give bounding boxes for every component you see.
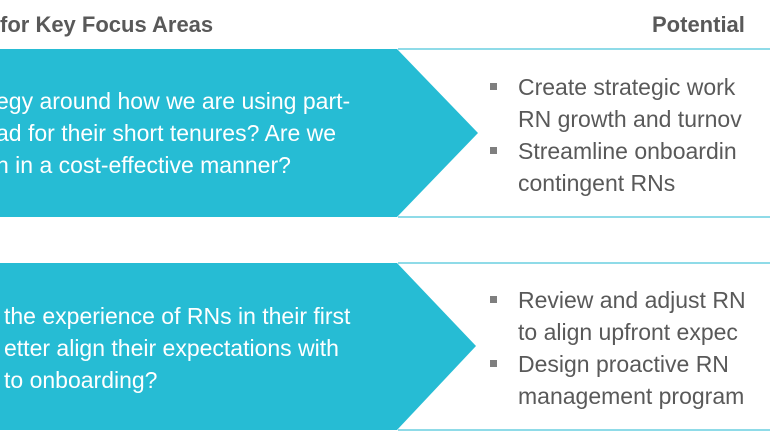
question-line: the experience of RNs in their first bbox=[4, 303, 351, 329]
question-line: n in a cost-effective manner? bbox=[0, 152, 291, 178]
bullet-item: Create strategic work RN growth and turn… bbox=[490, 71, 742, 135]
bullet-square-icon bbox=[490, 296, 497, 303]
bullet-line: contingent RNs bbox=[518, 170, 676, 196]
question-line: etter align their expectations with bbox=[4, 335, 339, 361]
bullet-line: to align upfront expec bbox=[518, 319, 738, 345]
key-focus-areas-heading: for Key Focus Areas bbox=[0, 12, 214, 37]
row1-question: egy around how we are using part- ad for… bbox=[0, 85, 350, 181]
row2-bullets: Review and adjust RN to align upfront ex… bbox=[490, 284, 746, 412]
row1-arrow-shape bbox=[0, 49, 478, 217]
bullet-line: Design proactive RN bbox=[518, 351, 729, 377]
bullet-square-icon bbox=[490, 83, 497, 90]
bullet-line: Create strategic work bbox=[518, 74, 736, 100]
bullet-item: Design proactive RN management program bbox=[490, 348, 746, 412]
row1-bullets: Create strategic work RN growth and turn… bbox=[490, 71, 742, 199]
row2-question: the experience of RNs in their first ett… bbox=[4, 300, 350, 396]
bullet-item: Review and adjust RN to align upfront ex… bbox=[490, 284, 746, 348]
bullet-line: Review and adjust RN bbox=[518, 287, 746, 313]
question-line: ad for their short tenures? Are we bbox=[0, 120, 337, 146]
bullet-square-icon bbox=[490, 360, 497, 367]
row2-arrow-shape bbox=[0, 263, 476, 430]
question-line: egy around how we are using part- bbox=[0, 88, 351, 114]
bullet-line: RN growth and turnov bbox=[518, 106, 742, 132]
bullet-line: management program bbox=[518, 383, 745, 409]
question-line: to onboarding? bbox=[4, 367, 158, 393]
potential-heading: Potential bbox=[652, 12, 745, 37]
bullet-square-icon bbox=[490, 147, 497, 154]
bullet-item: Streamline onboardin contingent RNs bbox=[490, 135, 742, 199]
bullet-line: Streamline onboardin bbox=[518, 138, 737, 164]
